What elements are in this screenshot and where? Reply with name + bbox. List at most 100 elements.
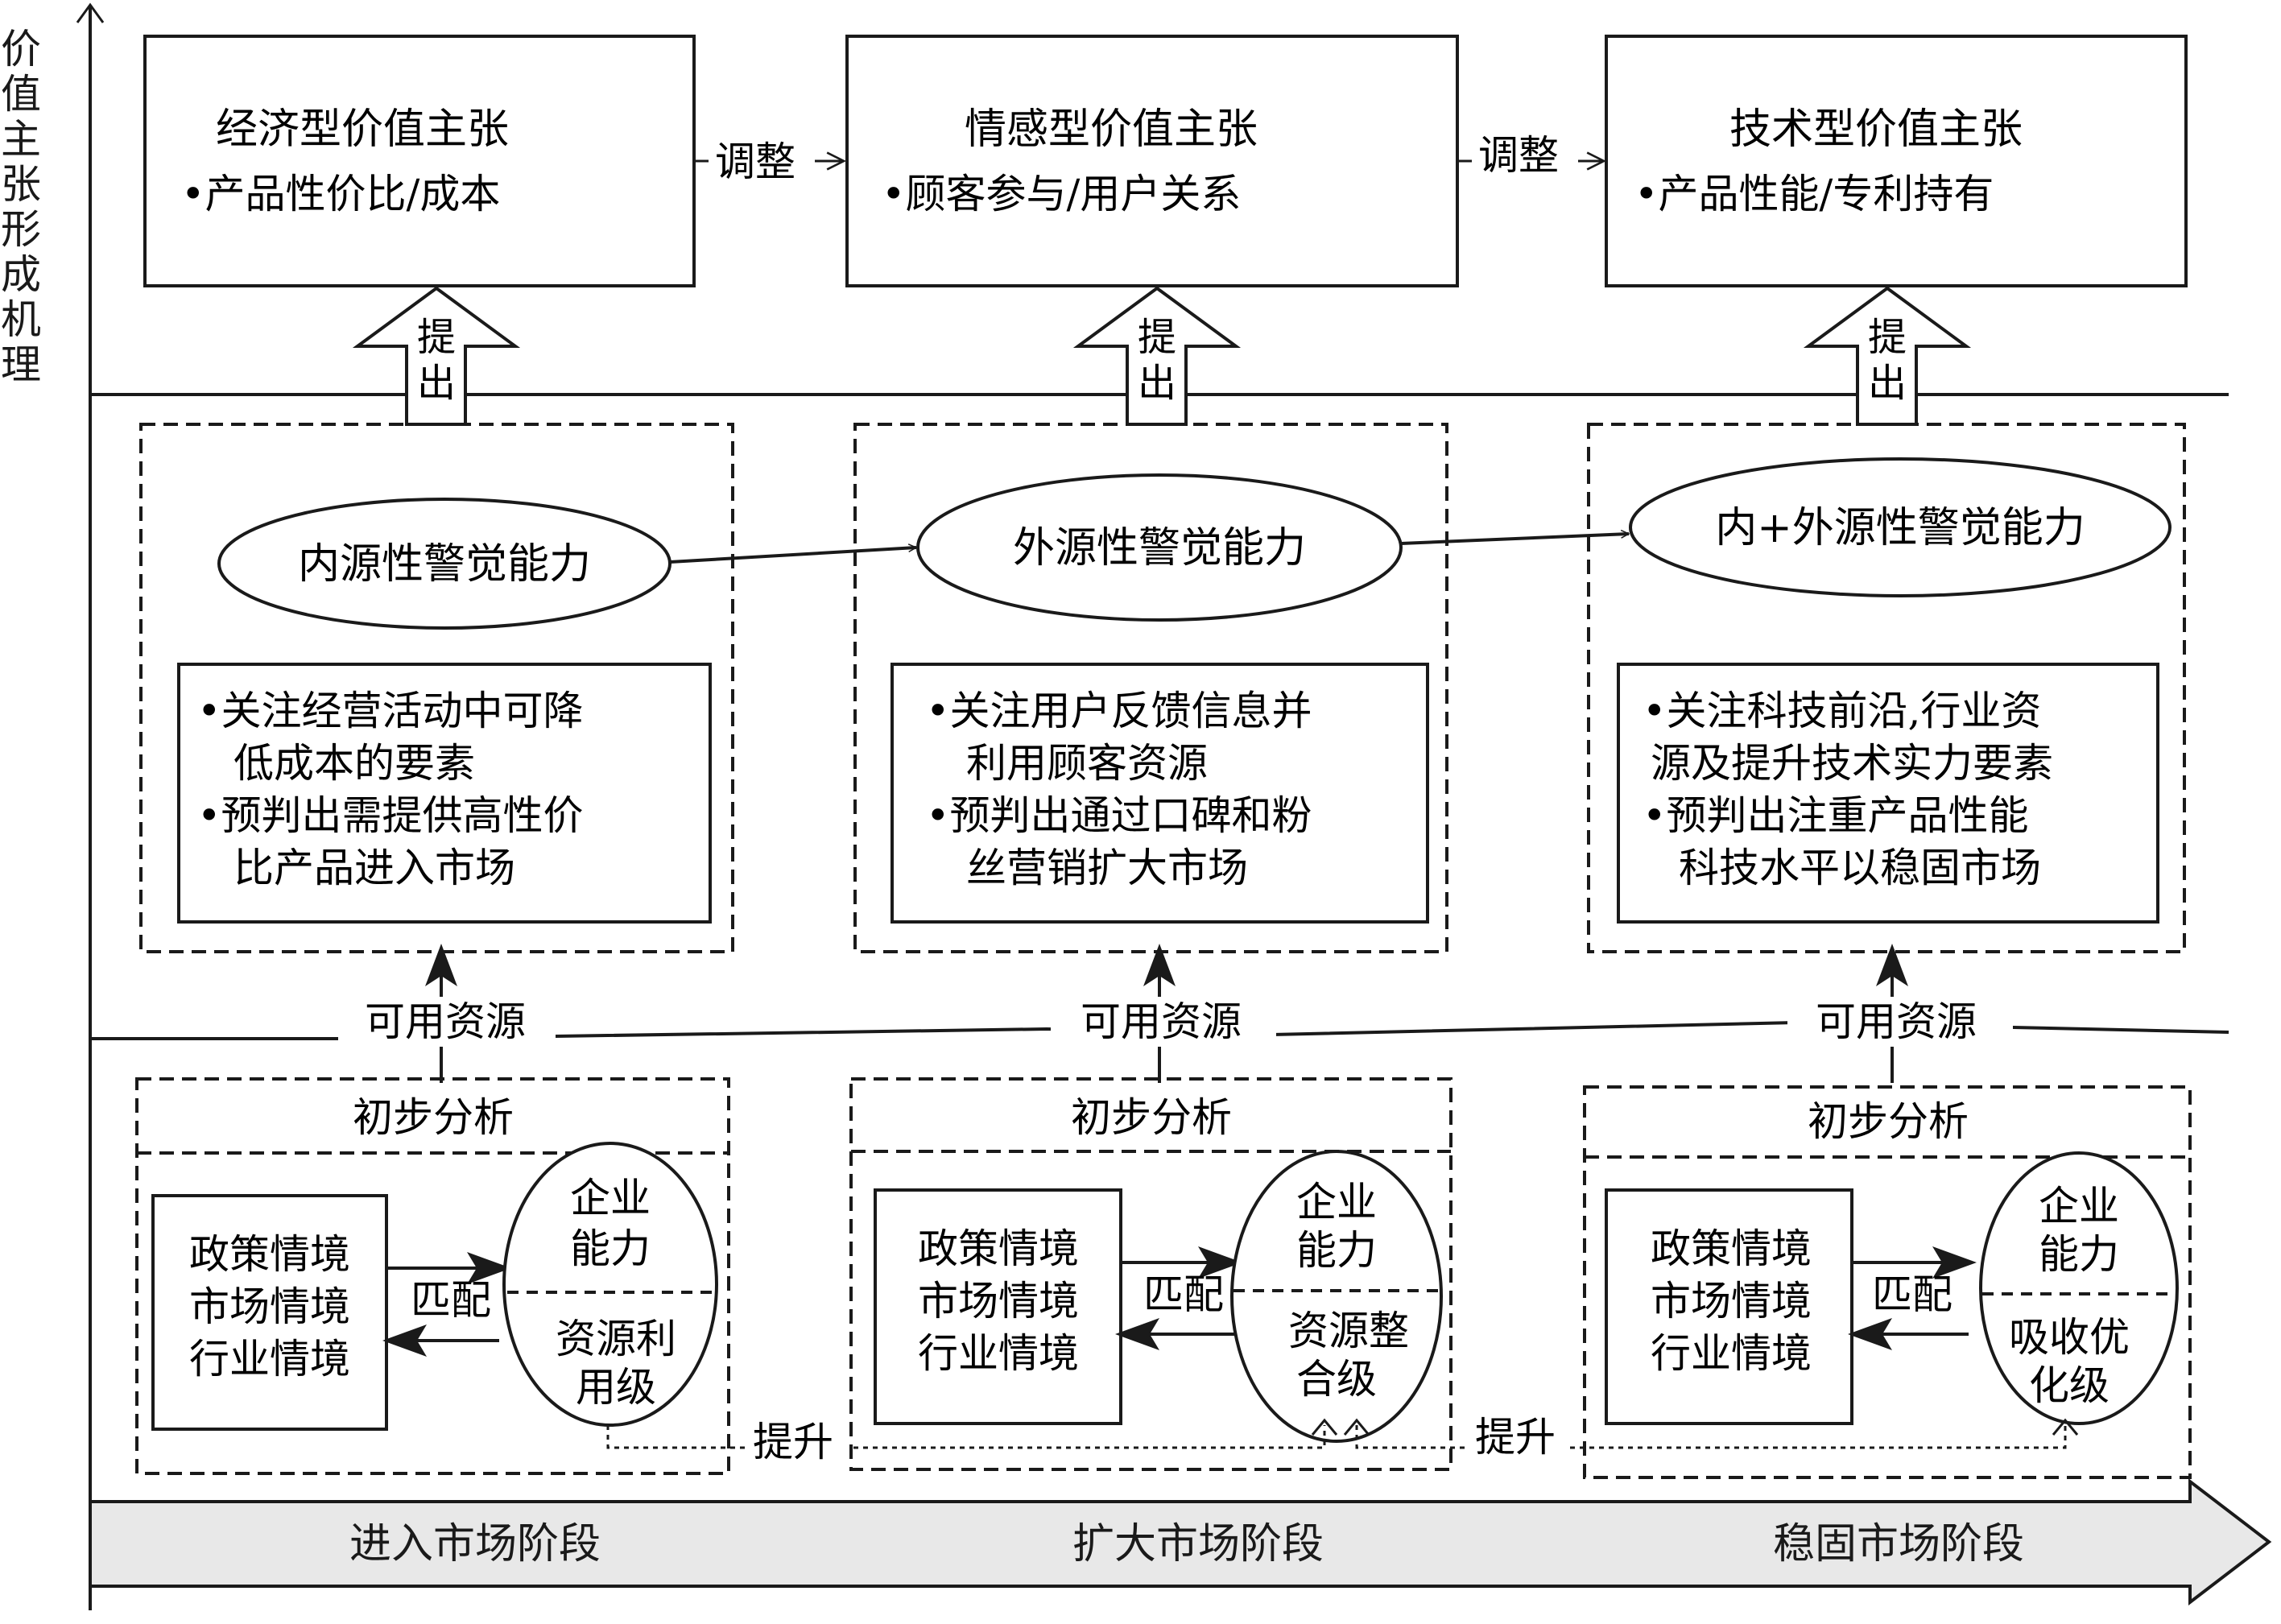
capability-ellipse-2: 企业 能力 资源整 合级: [1230, 1150, 1443, 1443]
y-axis-arrow-icon: [76, 2, 105, 23]
available-resources-label: 可用资源: [1816, 998, 1977, 1045]
alertness-ellipse-3: 内+外源性警觉能力: [1629, 457, 2171, 597]
value-prop-economic: 经济型价值主张 •产品性价比/成本: [143, 35, 696, 287]
upgrade-label: 提升: [1475, 1414, 1556, 1461]
situation-line: 政策情境: [918, 1225, 1079, 1272]
resource-level-label: 资源整: [1288, 1308, 1409, 1354]
alertness-arrow-1: [669, 548, 916, 564]
preliminary-analysis-label: 初步分析: [1071, 1094, 1232, 1141]
alertness-desc-line: 利用顾客资源: [966, 740, 1208, 787]
y-axis-char: 形: [1, 206, 41, 253]
y-axis-char: 机: [1, 296, 41, 343]
alertness-desc-line: 比产品进入市场: [233, 845, 515, 891]
situation-line: 市场情境: [918, 1278, 1079, 1324]
resource-arrow-1: 可用资源: [338, 944, 556, 1083]
alertness-desc-line: •关注经营活动中可降: [197, 688, 584, 734]
value-prop-bullet: •顾客参与/用户关系: [882, 171, 1241, 217]
alertness-desc-line: •关注科技前沿,行业资: [1643, 688, 2041, 734]
alertness-panel-2: [853, 423, 1448, 953]
upgrade-label: 提升: [753, 1419, 833, 1465]
y-axis-label: 价 值 主 张 形 成 机 理: [1, 26, 41, 388]
alertness-panel-1: [139, 423, 734, 953]
situation-line: 政策情境: [189, 1231, 350, 1278]
propose-label: 提: [1138, 315, 1176, 360]
alertness-desc-3: •关注科技前沿,行业资 源及提升技术实力要素 •预判出注重产品性能 科技水平以稳…: [1617, 663, 2159, 924]
preliminary-analysis-label: 初步分析: [353, 1094, 514, 1141]
capability-label: 能力: [1296, 1227, 1377, 1274]
alertness-ellipse-1: 内源性警觉能力: [217, 498, 671, 630]
y-axis-char: 值: [1, 71, 41, 118]
propose-arrow-1: 提 出: [352, 286, 521, 426]
analysis-panel-1: [135, 1077, 730, 1475]
situation-box-1: 政策情境 市场情境 行业情境: [151, 1194, 388, 1431]
y-axis-char: 价: [1, 26, 41, 72]
match-label: 匹配: [411, 1277, 491, 1324]
capability-label: 企业: [570, 1175, 651, 1221]
match-label: 匹配: [1872, 1271, 1952, 1318]
value-prop-technical: 技术型价值主张 •产品性能/专利持有: [1605, 35, 2188, 287]
alertness-desc-line: •预判出需提供高性价: [197, 792, 584, 839]
capability-ellipse-3: 企业 能力 吸收优 化级: [1979, 1151, 2179, 1425]
value-prop-emotional: 情感型价值主张 •顾客参与/用户关系: [845, 35, 1459, 287]
y-axis-char: 理: [1, 341, 41, 388]
adjust-arrow-1: 调整: [694, 138, 844, 185]
alertness-panel-3: [1587, 423, 2186, 953]
alertness-desc-1: •关注经营活动中可降 低成本的要素 •预判出需提供高性价 比产品进入市场: [177, 663, 712, 924]
match-arrows-1: 匹配: [382, 1252, 511, 1357]
propose-arrow-3: 提 出: [1803, 286, 1972, 426]
analysis-panel-2: [849, 1077, 1452, 1471]
alertness-desc-line: •关注用户反馈信息并: [926, 688, 1312, 734]
propose-label: 出: [1138, 361, 1176, 406]
alertness-desc-line: •预判出通过口碑和粉: [926, 792, 1312, 839]
alertness-desc-2: •关注用户反馈信息并 利用顾客资源 •预判出通过口碑和粉 丝营销扩大市场: [890, 663, 1429, 924]
resource-arrow-3: 可用资源: [1787, 944, 2013, 1083]
adjust-label: 调整: [1478, 132, 1559, 179]
stage-arrow-bar: [89, 1477, 2272, 1606]
situation-box-2: 政策情境 市场情境 行业情境: [874, 1188, 1122, 1425]
situation-line: 行业情境: [918, 1330, 1079, 1377]
resource-level-label: 用级: [576, 1364, 656, 1411]
y-axis-char: 主: [1, 116, 41, 163]
y-axis-char: 张: [1, 161, 41, 208]
situation-line: 政策情境: [1651, 1225, 1812, 1272]
available-resources-label: 可用资源: [1081, 998, 1242, 1045]
capability-ellipse-1: 企业 能力 资源利 用级: [502, 1142, 718, 1427]
resource-level-label: 化级: [2029, 1362, 2110, 1409]
match-label: 匹配: [1143, 1271, 1224, 1318]
analysis-panel-3: [1583, 1085, 2192, 1479]
situation-line: 市场情境: [189, 1283, 350, 1330]
value-prop-bullet: •产品性能/专利持有: [1634, 171, 1994, 217]
alertness-name: 内源性警觉能力: [298, 540, 591, 589]
value-prop-title: 技术型价值主张: [1729, 105, 2023, 154]
capability-label: 企业: [1296, 1179, 1377, 1225]
alertness-desc-line: 丝营销扩大市场: [966, 845, 1248, 891]
resource-level-label: 吸收优: [2009, 1314, 2130, 1361]
alertness-name: 内+外源性警觉能力: [1715, 504, 2085, 552]
propose-label: 出: [1868, 361, 1907, 406]
value-prop-title: 经济型价值主张: [216, 105, 509, 154]
alertness-desc-line: 源及提升技术实力要素: [1651, 740, 2053, 787]
resource-level-label: 合级: [1296, 1356, 1377, 1403]
alertness-ellipse-2: 外源性警觉能力: [916, 473, 1403, 622]
propose-arrow-2: 提 出: [1072, 286, 1242, 426]
capability-label: 能力: [2039, 1231, 2119, 1278]
alertness-desc-line: 科技水平以稳固市场: [1679, 845, 2041, 891]
alertness-arrow-2: [1400, 534, 1629, 545]
capability-label: 企业: [2039, 1183, 2119, 1229]
value-prop-bullet: •产品性价比/成本: [181, 171, 500, 217]
preliminary-analysis-label: 初步分析: [1808, 1098, 1969, 1145]
resource-arrow-2: 可用资源: [1051, 944, 1276, 1083]
y-axis-char: 成: [1, 251, 41, 298]
situation-line: 行业情境: [189, 1336, 350, 1382]
upgrade-connector-2: 提升: [1343, 1414, 2079, 1461]
alertness-desc-line: 低成本的要素: [233, 740, 475, 787]
match-arrows-2: 匹配: [1115, 1246, 1242, 1350]
situation-line: 行业情境: [1651, 1330, 1812, 1377]
adjust-arrow-2: 调整: [1457, 132, 1604, 179]
value-prop-title: 情感型价值主张: [965, 105, 1258, 154]
available-resources-label: 可用资源: [365, 998, 526, 1045]
stage-label-expand: 扩大市场阶段: [1072, 1520, 1324, 1568]
stage-label-enter: 进入市场阶段: [349, 1520, 601, 1568]
alertness-desc-line: •预判出注重产品性能: [1643, 792, 2029, 839]
